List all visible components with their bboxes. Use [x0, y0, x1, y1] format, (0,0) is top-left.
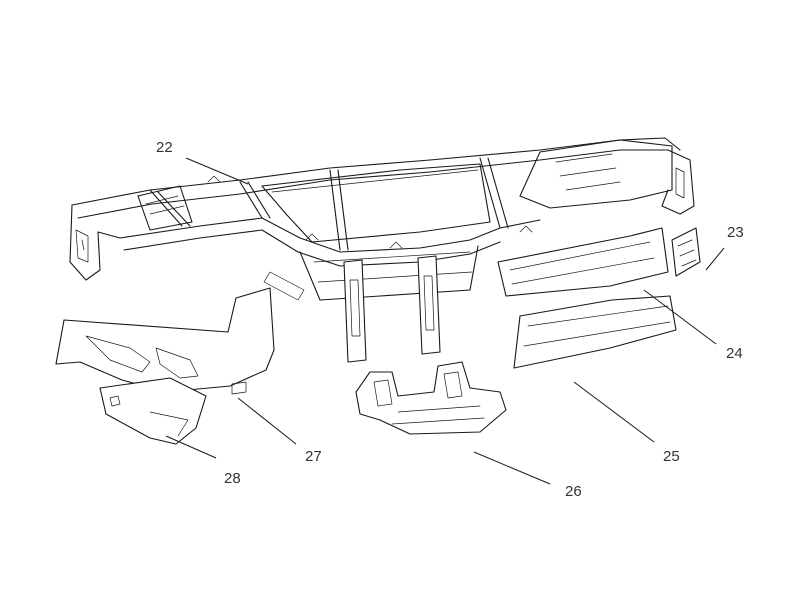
leader-24	[643, 289, 717, 345]
callout-24: 24	[726, 345, 743, 362]
part-25-lower-panel	[513, 295, 677, 369]
leader-28	[165, 435, 217, 459]
leader-lines	[165, 157, 725, 485]
callout-22: 22	[156, 139, 173, 156]
part-24-upper-trim	[497, 227, 669, 297]
callout-25: 25	[663, 448, 680, 465]
leader-26	[473, 451, 551, 485]
callout-26: 26	[565, 483, 582, 500]
part-27-console-side-panel	[55, 287, 275, 395]
part-23-bracket	[671, 227, 701, 277]
part-28-lower-cover	[99, 377, 207, 445]
part-22-crossmember-frame	[69, 137, 695, 363]
callout-23: 23	[727, 224, 744, 241]
leader-27	[237, 397, 297, 445]
callout-27: 27	[305, 448, 322, 465]
part-26-center-bracket	[355, 361, 507, 435]
leader-23	[705, 247, 725, 271]
leader-25	[573, 381, 655, 443]
leader-22	[185, 157, 249, 185]
callout-28: 28	[224, 470, 241, 487]
